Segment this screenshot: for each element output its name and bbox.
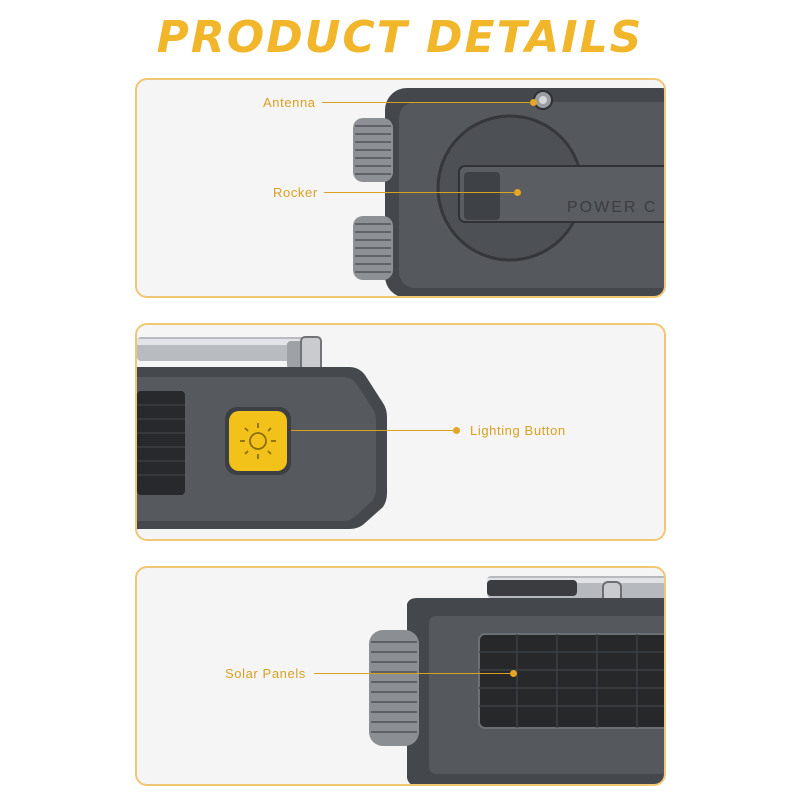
callout-line [323, 191, 514, 193]
callout-line [291, 429, 453, 431]
radio-solar-illustration [369, 576, 664, 784]
callout-dot [509, 669, 517, 677]
callout-lighting-button: Lighting Button [291, 420, 566, 440]
callout-label-rocker: Rocker [273, 184, 318, 200]
sun-icon [240, 423, 276, 459]
callout-dot [529, 98, 537, 106]
detail-panel-lighting: Lighting Button [135, 323, 666, 541]
callout-label-antenna: Antenna [263, 94, 316, 110]
callout-label-lighting-button: Lighting Button [470, 422, 566, 438]
radio-rocker-illustration: POWER C [353, 88, 664, 296]
callout-solar-panels: Solar Panels [225, 663, 517, 683]
callout-rocker: Rocker [273, 182, 521, 202]
callout-dot [453, 426, 460, 434]
detail-panel-solar: Solar Panels [135, 566, 666, 786]
lighting-button[interactable] [229, 411, 287, 471]
detail-panel-rocker: POWER C Antenna Rocker [135, 78, 666, 298]
power-engraving: POWER C [567, 199, 657, 216]
radio-lighting-illustration [137, 336, 387, 529]
callout-antenna: Antenna [263, 92, 537, 112]
callout-line [321, 101, 530, 103]
callout-label-solar-panels: Solar Panels [225, 665, 306, 681]
page-title: PRODUCT DETAILS [156, 12, 644, 63]
callout-dot [513, 188, 521, 196]
callout-line [313, 672, 510, 674]
